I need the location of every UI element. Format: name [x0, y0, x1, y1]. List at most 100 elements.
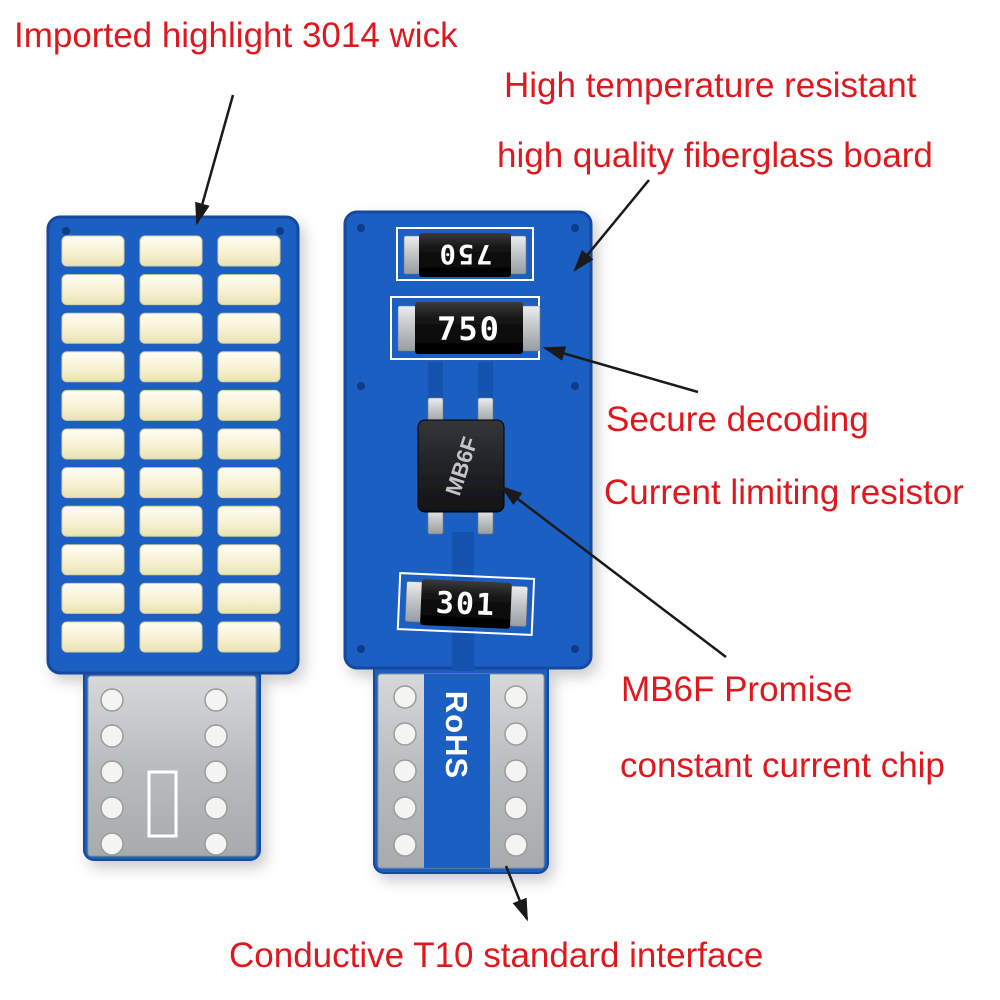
resistor-body — [420, 579, 512, 629]
contact-hole — [100, 796, 124, 820]
contact-hole — [100, 760, 124, 784]
rohs-strip — [424, 674, 490, 868]
resistor-body — [415, 302, 523, 354]
contact-hole — [204, 688, 228, 712]
led-chip — [139, 312, 203, 344]
led-chip — [139, 544, 203, 576]
silkscreen-key-outline — [147, 770, 178, 838]
contact-hole — [204, 796, 228, 820]
led-chip — [217, 621, 281, 653]
right-contact-holes — [393, 685, 528, 857]
annotation-decode-line1: Secure decoding — [606, 400, 869, 439]
via-dot — [357, 382, 365, 390]
led-chip — [139, 467, 203, 499]
arrow-fiberglass — [573, 179, 650, 272]
arrow-wick — [195, 94, 235, 226]
contact-hole — [100, 832, 124, 856]
annotation-board-line2: high quality fiberglass board — [497, 136, 933, 175]
trace — [452, 629, 474, 671]
resistor-750-middle: 750 — [390, 296, 541, 360]
right-pcb: RoHS 750 750 — [343, 210, 593, 874]
annotation-arrows — [195, 94, 727, 922]
contact-hole — [504, 759, 528, 783]
led-chip — [139, 389, 203, 421]
resistor-750-top: 750 — [396, 227, 534, 281]
contact-hole — [204, 724, 228, 748]
annotation-decode-line2: Current limiting resistor — [604, 473, 964, 512]
chip-body — [417, 419, 505, 513]
annotation-board-line1: High temperature resistant — [504, 66, 917, 105]
resistor-body — [419, 233, 511, 277]
trace — [478, 362, 493, 402]
led-chip — [61, 312, 125, 344]
via-dot — [571, 224, 579, 232]
arrow-chip — [500, 485, 727, 658]
resistor-cap — [508, 585, 528, 627]
driver-chip: MB6F — [417, 397, 505, 535]
resistor-value: 750 — [437, 310, 501, 348]
via-dot — [571, 382, 579, 390]
resistor-cap — [403, 235, 422, 275]
led-chip — [61, 389, 125, 421]
contact-hole — [393, 833, 417, 857]
annotation-chip-line2: constant current chip — [620, 746, 945, 785]
contact-hole — [393, 759, 417, 783]
led-chip — [217, 467, 281, 499]
contact-hole — [100, 724, 124, 748]
contact-hole — [504, 685, 528, 709]
led-chip — [61, 582, 125, 614]
resistor-cap — [397, 305, 418, 352]
led-chip — [139, 505, 203, 537]
trace — [428, 362, 443, 402]
annotation-chip-line1: MB6F Promise — [621, 670, 853, 709]
led-chip — [61, 274, 125, 306]
led-chip — [61, 544, 125, 576]
resistor-cap — [520, 305, 541, 352]
contact-hole — [204, 832, 228, 856]
contact-hole — [504, 796, 528, 820]
via-dot — [357, 224, 365, 232]
resistor-value: 301 — [435, 586, 497, 624]
silkscreen-outline — [396, 572, 536, 636]
led-chip — [217, 351, 281, 383]
led-chip — [61, 235, 125, 267]
resistor-value: 750 — [438, 238, 493, 269]
led-chip — [139, 351, 203, 383]
contact-hole — [393, 722, 417, 746]
led-chip — [217, 235, 281, 267]
resistor-301: 301 — [396, 572, 536, 636]
led-chip — [217, 389, 281, 421]
led-chip — [61, 428, 125, 460]
via-dot — [357, 645, 365, 653]
led-chip — [61, 505, 125, 537]
led-chip — [61, 467, 125, 499]
via-dot — [276, 227, 284, 235]
via-dot — [62, 227, 70, 235]
led-chip — [217, 428, 281, 460]
left-contact-holes — [100, 688, 228, 856]
trace — [452, 532, 474, 580]
annotation-wick: Imported highlight 3014 wick — [14, 16, 458, 55]
led-array — [61, 235, 281, 653]
contact-hole — [100, 688, 124, 712]
led-chip — [217, 312, 281, 344]
led-chip — [139, 235, 203, 267]
annotation-interface: Conductive T10 standard interface — [229, 936, 764, 975]
arrow-interface — [504, 865, 529, 922]
led-chip — [61, 621, 125, 653]
contact-hole — [393, 685, 417, 709]
contact-hole — [504, 833, 528, 857]
silkscreen-outline — [396, 227, 534, 281]
led-chip — [217, 505, 281, 537]
resistor-cap — [508, 235, 527, 275]
contact-hole — [504, 722, 528, 746]
led-chip — [139, 582, 203, 614]
led-chip — [217, 274, 281, 306]
led-chip — [139, 621, 203, 653]
led-chip — [139, 274, 203, 306]
led-chip — [217, 582, 281, 614]
led-chip — [61, 351, 125, 383]
via-dot — [571, 645, 579, 653]
